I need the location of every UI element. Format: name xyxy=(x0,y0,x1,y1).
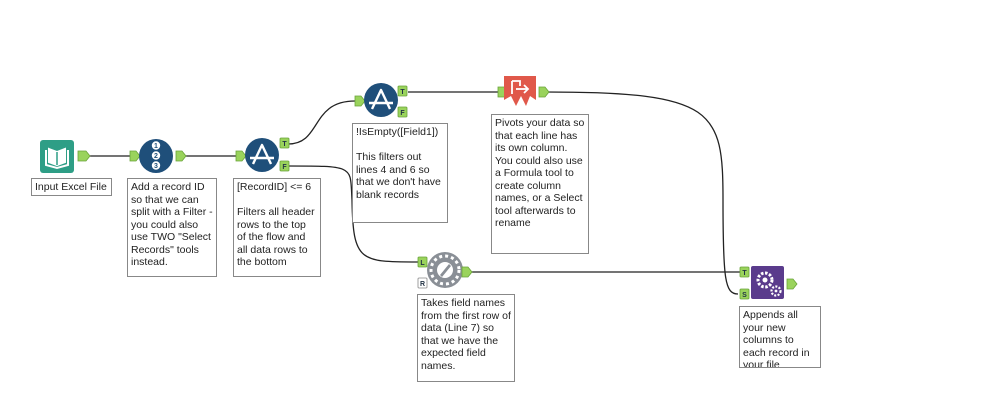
crosstab-output-anchor[interactable] xyxy=(538,86,550,98)
filter-header-tool-note: [RecordID] <= 6 Filters all header rows … xyxy=(233,178,321,277)
filter-header-tool-body[interactable] xyxy=(245,138,279,172)
dynamic-rename-right-anchor[interactable] xyxy=(417,277,428,289)
filter-header-false-anchor[interactable] xyxy=(279,160,290,172)
append-source-label: S xyxy=(742,292,747,299)
append-fields-tool-note: Appends all your new columns to each rec… xyxy=(739,306,821,368)
filter-header-input-anchor[interactable] xyxy=(235,150,247,162)
filter-empty-tool-body[interactable] xyxy=(364,83,398,117)
dynamic-rename-tool-note: Takes field names from the first row of … xyxy=(417,294,515,382)
connector-filter-true-to-filter-empty[interactable] xyxy=(287,100,356,145)
dynamic-rename-icon xyxy=(429,254,461,286)
filter-empty-tool[interactable]: T F xyxy=(354,83,408,118)
book-icon xyxy=(45,147,69,170)
input-output-anchor[interactable] xyxy=(77,150,91,162)
record-id-tool[interactable]: 1 2 3 xyxy=(129,139,187,173)
filter-header-false-label: F xyxy=(282,164,287,171)
dynamic-rename-left-anchor[interactable] xyxy=(417,256,428,268)
record-id-number-2: 2 xyxy=(154,153,158,160)
dynamic-rename-output-anchor[interactable] xyxy=(461,266,473,278)
filter-empty-true-anchor[interactable] xyxy=(397,85,408,97)
gears-icon xyxy=(756,271,782,297)
connector-crosstab-to-append-source[interactable] xyxy=(545,91,739,295)
filter-icon xyxy=(250,143,274,165)
cross-tab-icon xyxy=(511,80,530,94)
record-id-tool-note: Add a record ID so that we can split wit… xyxy=(127,178,217,277)
append-fields-tool[interactable]: T S xyxy=(739,266,798,300)
dynamic-rename-tool[interactable]: L R xyxy=(417,252,473,289)
dynamic-rename-right-label: R xyxy=(420,281,425,288)
filter-header-true-anchor[interactable] xyxy=(279,137,290,149)
filter-empty-tool-note: !IsEmpty([Field1]) This filters out line… xyxy=(352,123,448,223)
recordid-output-anchor[interactable] xyxy=(175,150,187,162)
filter-header-tool[interactable]: T F xyxy=(235,137,290,172)
filter-icon xyxy=(369,88,393,110)
filter-empty-true-label: T xyxy=(400,89,405,96)
dynamic-rename-left-label: L xyxy=(420,260,425,267)
record-id-number-1: 1 xyxy=(154,143,158,150)
input-tool[interactable] xyxy=(40,140,91,173)
cross-tab-tool-note: Pivots your data so that each line has i… xyxy=(491,114,589,254)
append-output-anchor[interactable] xyxy=(786,278,798,290)
numbered-list-icon: 1 2 3 xyxy=(151,141,161,170)
append-target-anchor[interactable] xyxy=(739,266,750,278)
cross-tab-tool[interactable] xyxy=(497,76,550,106)
append-target-label: T xyxy=(742,270,747,277)
filter-header-true-label: T xyxy=(282,141,287,148)
input-tool-note: Input Excel File xyxy=(31,178,112,196)
append-source-anchor[interactable] xyxy=(739,288,750,300)
filter-empty-false-anchor[interactable] xyxy=(397,106,408,118)
recordid-input-anchor[interactable] xyxy=(129,150,141,162)
record-id-number-3: 3 xyxy=(154,163,158,170)
filter-empty-false-label: F xyxy=(400,110,405,117)
filter-empty-input-anchor[interactable] xyxy=(354,95,366,107)
